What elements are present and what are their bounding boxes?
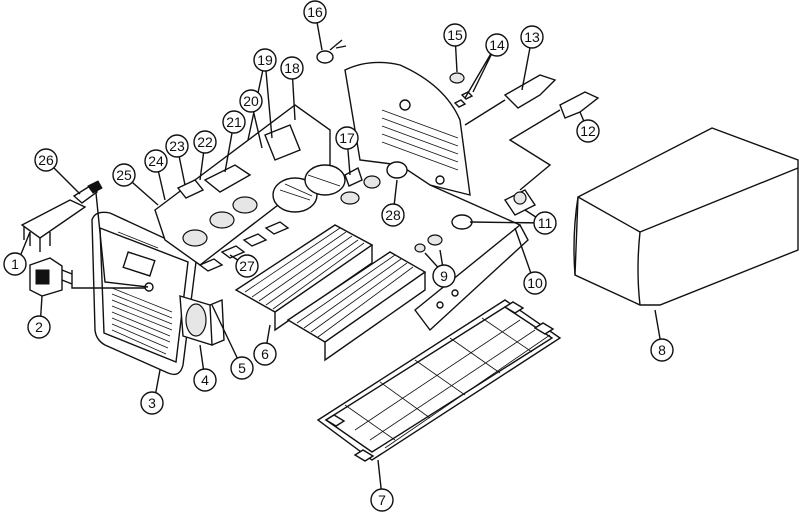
callout-28: 28 xyxy=(381,203,405,227)
callout-1: 1 xyxy=(3,252,27,276)
callout-8: 8 xyxy=(650,338,674,362)
callout-13: 13 xyxy=(520,25,544,49)
power-board xyxy=(154,104,346,272)
callout-3: 3 xyxy=(140,391,164,415)
callout-3-label: 3 xyxy=(148,395,156,411)
callout-5-label: 5 xyxy=(238,360,246,376)
potentiometer xyxy=(316,39,347,64)
outer-cover xyxy=(573,127,799,306)
callout-20-label: 20 xyxy=(243,93,259,109)
callout-8-label: 8 xyxy=(658,342,666,358)
callout-9-label: 9 xyxy=(440,268,448,284)
callout-19-label: 19 xyxy=(257,52,273,68)
callout-27: 27 xyxy=(235,254,259,278)
callout-21: 21 xyxy=(222,110,246,134)
callout-7-label: 7 xyxy=(378,492,386,508)
callout-13-label: 13 xyxy=(524,29,540,45)
callout-25: 25 xyxy=(112,163,136,187)
callout-18: 18 xyxy=(280,56,304,80)
callout-12: 12 xyxy=(576,119,600,143)
callout-15: 15 xyxy=(443,23,467,47)
callout-11-label: 11 xyxy=(538,215,553,231)
callout-14-label: 14 xyxy=(489,37,505,53)
cooling-fan xyxy=(179,295,225,346)
callout-4: 4 xyxy=(193,368,217,392)
ground-clamp xyxy=(508,91,600,191)
callout-14: 14 xyxy=(485,33,509,57)
electrode-holder xyxy=(464,74,557,126)
front-panel xyxy=(91,211,197,376)
bottom-tray xyxy=(316,299,562,462)
callout-1-label: 1 xyxy=(11,256,19,272)
callout-22: 22 xyxy=(193,130,217,154)
callout-16-label: 16 xyxy=(307,4,323,20)
callout-2-label: 2 xyxy=(35,319,43,335)
callout-18-label: 18 xyxy=(284,60,300,76)
callout-26: 26 xyxy=(34,148,58,172)
panel-terminals xyxy=(449,72,474,108)
callout-12-label: 12 xyxy=(580,123,596,139)
callout-24: 24 xyxy=(144,149,168,173)
callout-6: 6 xyxy=(253,342,277,366)
output-connectors xyxy=(340,161,408,205)
callout-7: 7 xyxy=(370,488,394,512)
cable-clamp xyxy=(20,199,87,252)
callout-17: 17 xyxy=(335,126,359,150)
rear-panel xyxy=(344,61,471,196)
callout-4-label: 4 xyxy=(201,372,209,388)
power-switch xyxy=(29,257,73,297)
callout-24-label: 24 xyxy=(148,153,164,169)
callout-27-label: 27 xyxy=(239,258,255,274)
callout-15-label: 15 xyxy=(447,27,463,43)
callout-28-label: 28 xyxy=(385,207,401,223)
callout-5: 5 xyxy=(230,356,254,380)
callout-9: 9 xyxy=(432,264,456,288)
callout-6-label: 6 xyxy=(261,346,269,362)
callout-19: 19 xyxy=(253,48,277,72)
callout-10-label: 10 xyxy=(527,275,543,291)
callout-26-label: 26 xyxy=(38,152,54,168)
callout-21-label: 21 xyxy=(226,114,242,130)
heat-sinks xyxy=(234,224,427,362)
callout-11: 11 xyxy=(533,211,557,235)
callout-2: 2 xyxy=(27,315,51,339)
callout-23-label: 23 xyxy=(169,138,185,154)
callout-16: 16 xyxy=(303,0,327,24)
callout-20: 20 xyxy=(239,89,263,113)
callout-23: 23 xyxy=(165,134,189,158)
base-plate xyxy=(414,184,537,332)
callout-25-label: 25 xyxy=(116,167,132,183)
cable-connector xyxy=(72,180,103,204)
callout-10: 10 xyxy=(523,271,547,295)
callout-17-label: 17 xyxy=(339,130,355,146)
callout-22-label: 22 xyxy=(197,134,213,150)
